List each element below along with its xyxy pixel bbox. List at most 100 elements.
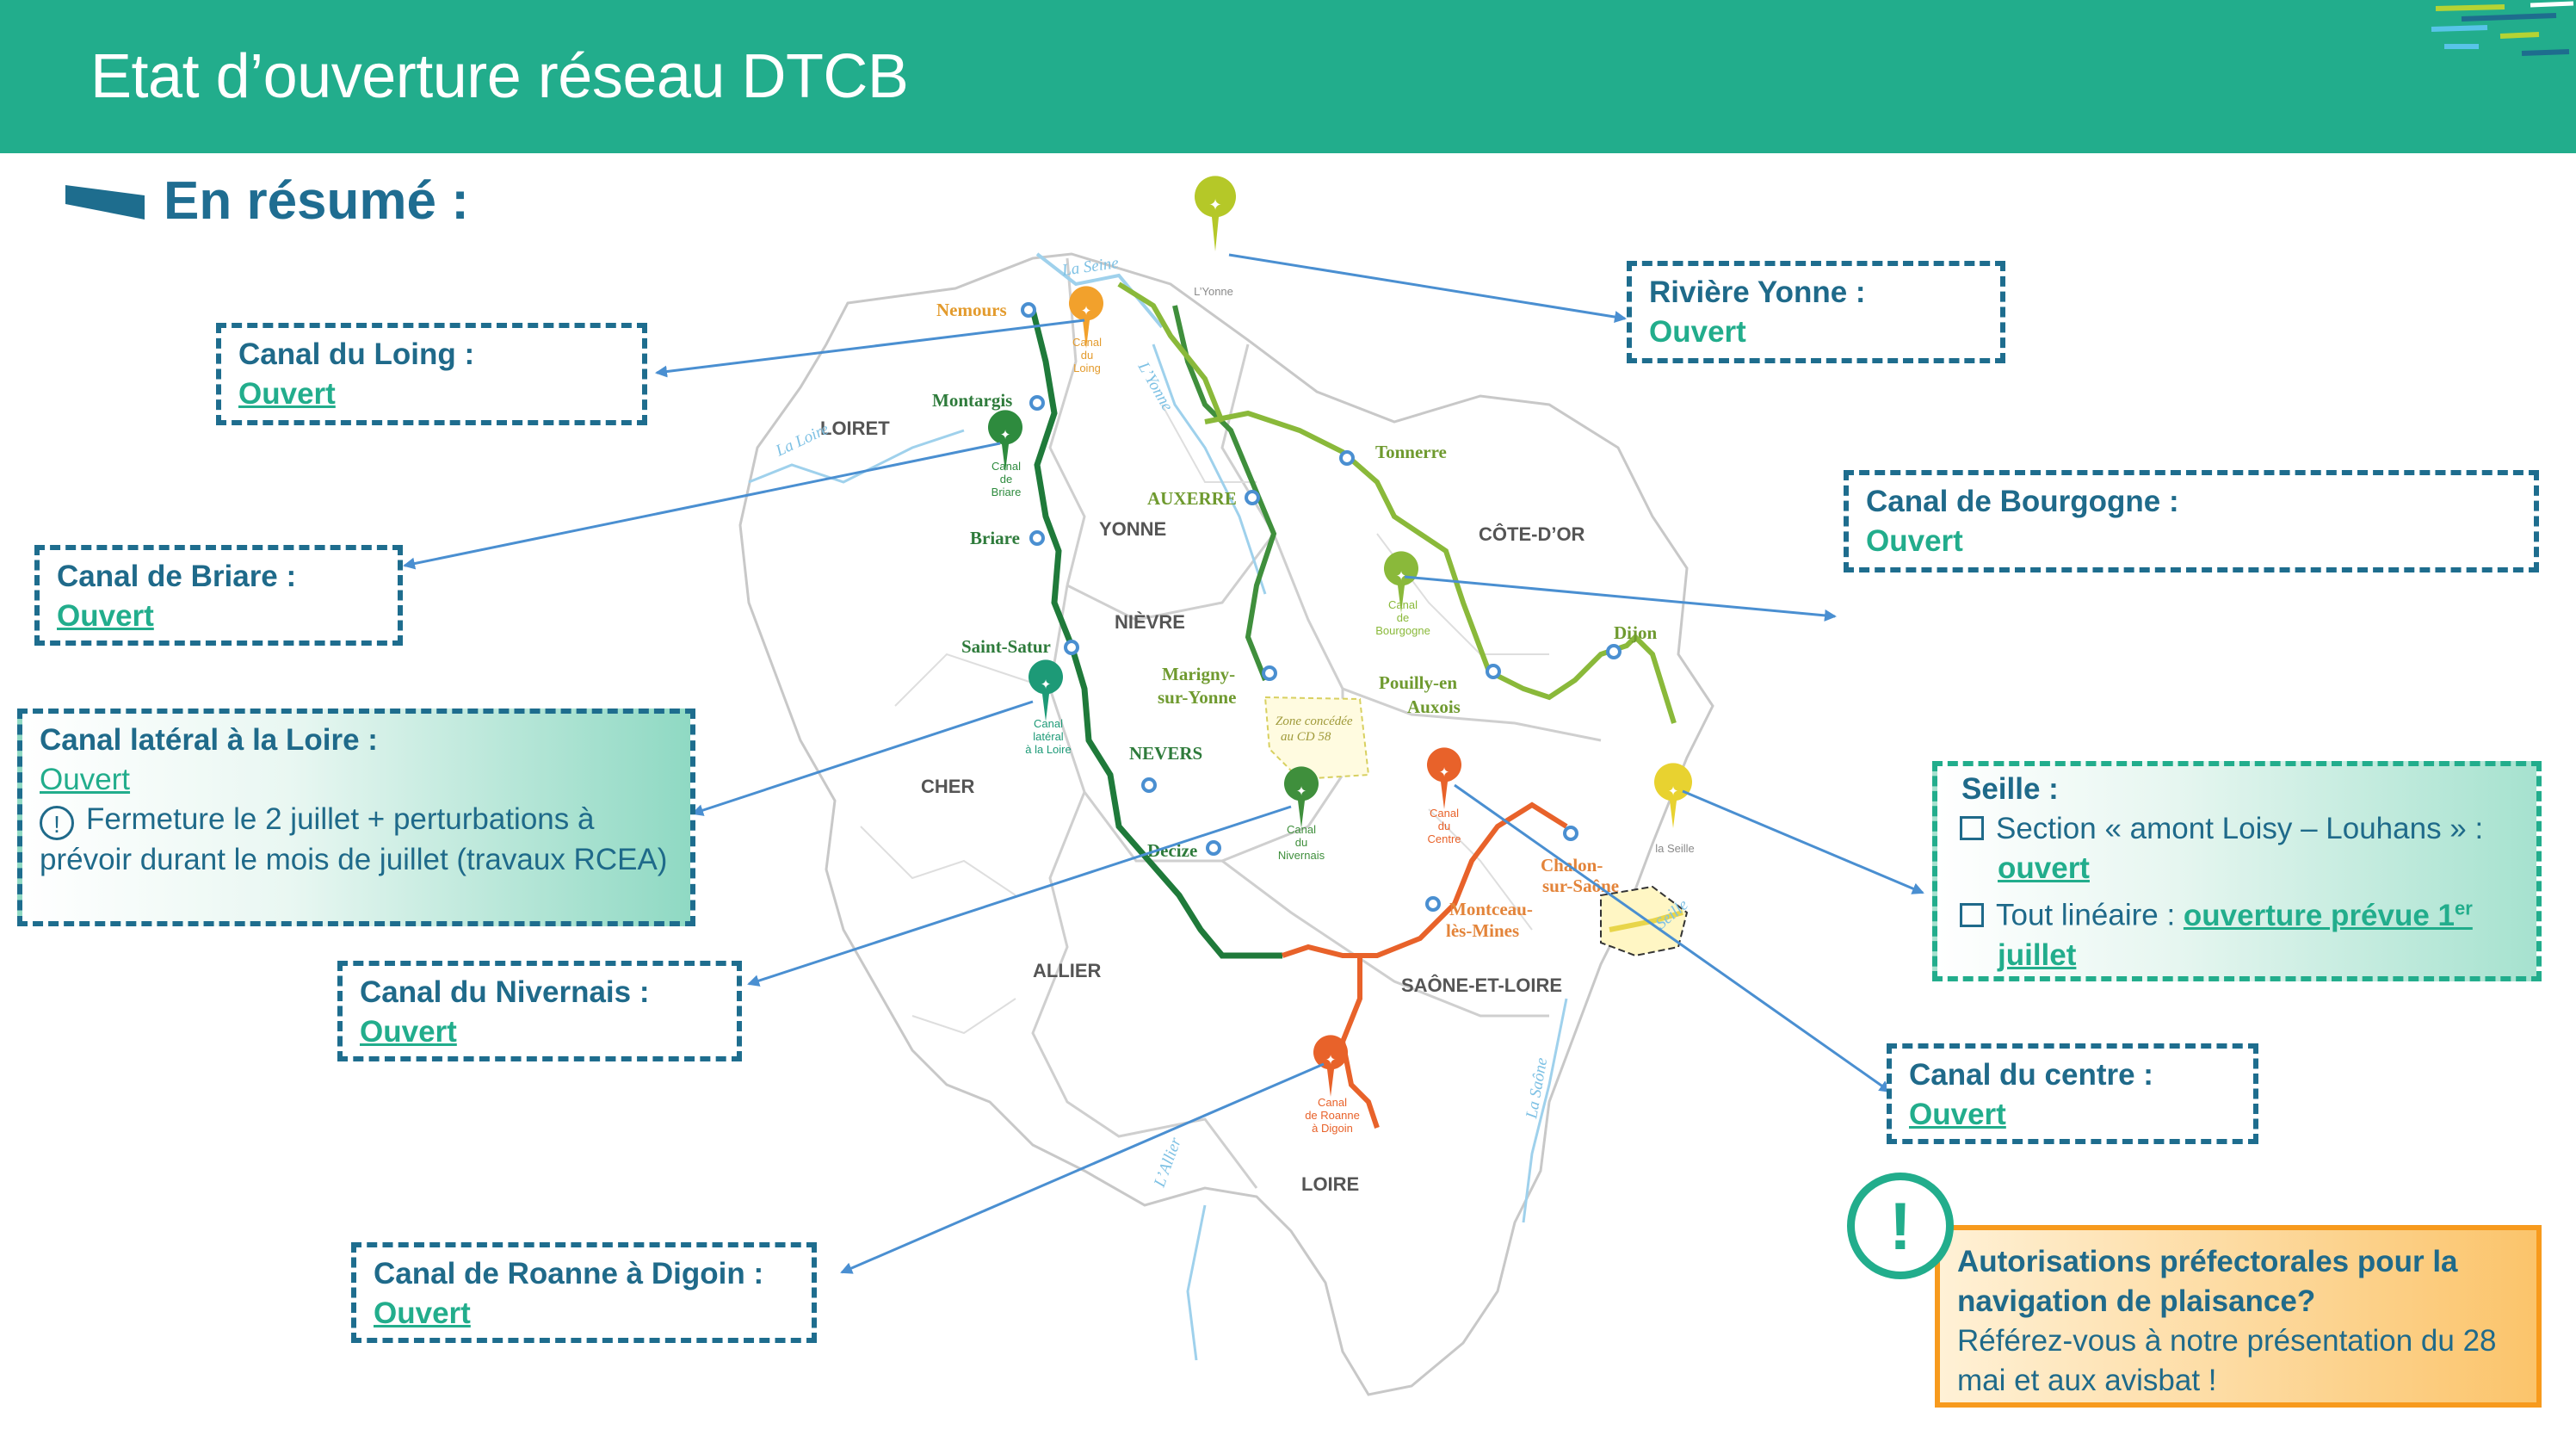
dept-yonne: YONNE [1099, 518, 1166, 540]
city-montceau-2: lès-Mines [1446, 920, 1519, 941]
marker-label-roanne-3: à Digoin [1312, 1122, 1353, 1135]
marker-label-nivernais-1: Canal [1287, 823, 1316, 836]
arrow-loing [655, 319, 1085, 378]
box-nivernais-name: Canal du Nivernais : [360, 975, 650, 1009]
city-auxerre: AUXERRE [1147, 488, 1237, 509]
box-riviere-yonne: Rivière Yonne : Ouvert [1627, 261, 2005, 363]
box-centre-name: Canal du centre : [1909, 1058, 2153, 1092]
box-loire-status-link[interactable]: Ouvert [40, 763, 131, 796]
city-montceau-1: Montceau- [1449, 899, 1533, 919]
checkbox-square-icon [1960, 816, 1984, 840]
seille-item2-label: Tout linéaire : [1996, 898, 2176, 932]
marker-label-nivernais-3: Nivernais [1278, 849, 1325, 862]
marker-label-centre-2: du [1438, 820, 1450, 832]
svg-text:✦: ✦ [1668, 784, 1679, 799]
svg-text:✦: ✦ [1325, 1053, 1337, 1067]
city-pouilly-1: Pouilly-en [1379, 672, 1457, 693]
marker-label-briare-3: Briare [991, 486, 1022, 498]
network-map: LOIRET YONNE CÔTE-D’OR NIÈVRE CHER ALLIE… [403, 176, 1924, 1396]
box-loing-status-link[interactable]: Ouvert [238, 377, 336, 411]
marker-roanne-icon: ✦ [1313, 1035, 1349, 1097]
box-seille-name: Seille : [1961, 772, 2059, 806]
city-dijon: Dijon [1614, 622, 1657, 643]
box-roanne-name: Canal de Roanne à Digoin : [374, 1257, 764, 1290]
box-canal-du-loing: Canal du Loing : Ouvert [216, 323, 647, 425]
marker-loing-icon: ✦ [1069, 286, 1103, 349]
seille-item2-status-end: juillet [1998, 937, 2077, 972]
marker-label-seille: la Seille [1655, 842, 1695, 855]
marker-label-loing-3: Loing [1073, 362, 1101, 374]
box-briare-name: Canal de Briare : [57, 560, 297, 593]
dept-cher: CHER [921, 776, 974, 797]
marker-yonne-icon: ✦ [1195, 176, 1237, 251]
city-chalon-1: Chalon- [1541, 855, 1603, 876]
exclamation-icon: ! [1847, 1173, 1954, 1279]
box-nivernais-status-link[interactable]: Ouvert [360, 1015, 457, 1049]
summary-title: En résumé : [164, 171, 469, 231]
seille-item2-status-link[interactable]: ouverture prévue 1er juillet [1998, 897, 2473, 972]
dept-loiret: LOIRET [820, 418, 890, 439]
city-marigny-1: Marigny- [1162, 664, 1235, 684]
zone-note-2: au CD 58 [1281, 730, 1331, 744]
header-bar: Etat d’ouverture réseau DTCB [0, 0, 2576, 153]
alert-text: Référez-vous à notre présentation du 28 … [1957, 1324, 2497, 1397]
svg-text:✦: ✦ [1000, 428, 1011, 442]
svg-text:✦: ✦ [1041, 678, 1052, 692]
box-loire-note: !Fermeture le 2 juillet + perturbations … [40, 802, 667, 876]
seille-item-1: Section « amont Loisy – Louhans » :ouver… [1955, 809, 2519, 888]
marker-label-briare-1: Canal [991, 460, 1021, 473]
city-briare: Briare [970, 528, 1020, 548]
city-montargis: Montargis [932, 390, 1012, 411]
seille-item1-status-link[interactable]: ouvert [1998, 851, 2090, 885]
marker-label-loing-2: du [1081, 349, 1093, 362]
warning-icon: ! [40, 806, 74, 840]
marker-label-yonne: L’Yonne [1194, 285, 1233, 298]
marker-label-loire-3: à la Loire [1025, 743, 1071, 756]
marker-label-loire-1: Canal [1034, 717, 1063, 730]
page-title: Etat d’ouverture réseau DTCB [90, 42, 909, 111]
seille-item2-status-text: ouverture prévue 1 [2183, 898, 2456, 932]
box-loing-name: Canal du Loing : [238, 337, 475, 371]
box-canal-roanne-digoin: Canal de Roanne à Digoin : Ouvert [351, 1242, 817, 1343]
alert-box: Autorisations préfectorales pour la navi… [1935, 1225, 2542, 1408]
box-canal-du-centre: Canal du centre : Ouvert [1887, 1043, 2258, 1144]
box-bourgogne-status: Ouvert [1866, 524, 1963, 558]
marker-bourgogne-icon: ✦ [1384, 551, 1419, 613]
marker-label-bourgogne-3: Bourgogne [1375, 624, 1430, 637]
marker-centre-icon: ✦ [1427, 747, 1461, 809]
svg-text:✦: ✦ [1081, 304, 1092, 319]
dept-allier: ALLIER [1033, 960, 1102, 981]
summary-bar-icon [65, 185, 145, 220]
marker-label-centre-3: Centre [1427, 832, 1461, 845]
city-nevers: NEVERS [1129, 743, 1202, 764]
box-roanne-status-link[interactable]: Ouvert [374, 1296, 471, 1330]
city-nemours: Nemours [936, 300, 1007, 320]
marker-label-bourgogne-2: de [1397, 611, 1409, 624]
dept-saone-et-loire: SAÔNE-ET-LOIRE [1401, 975, 1562, 996]
box-centre-status-link[interactable]: Ouvert [1909, 1098, 2006, 1131]
logo-dashes-icon [2431, 1, 2574, 56]
svg-text:✦: ✦ [1439, 765, 1450, 780]
marker-label-roanne-2: de Roanne [1305, 1109, 1360, 1122]
marker-label-nivernais-2: du [1295, 836, 1307, 849]
arrow-yonne [1228, 253, 1627, 324]
box-canal-de-briare: Canal de Briare : Ouvert [34, 545, 403, 646]
marker-label-loire-2: latéral [1033, 730, 1064, 743]
box-loire-note-text: Fermeture le 2 juillet + perturbations à… [40, 802, 668, 876]
arrow-nivernais [747, 805, 1292, 987]
box-seille: Seille : Section « amont Loisy – Louhans… [1932, 761, 2542, 981]
arrow-seille [1682, 789, 1924, 894]
arrow-centre [1454, 783, 1892, 1093]
arrow-bourgogne [1404, 575, 1837, 622]
box-briare-status-link[interactable]: Ouvert [57, 599, 154, 633]
seille-item2-sup: er [2455, 897, 2473, 919]
city-marigny-2: sur-Yonne [1158, 687, 1236, 708]
box-bourgogne-name: Canal de Bourgogne : [1866, 485, 2179, 518]
marker-label-roanne-1: Canal [1318, 1096, 1347, 1109]
arrow-briare [403, 442, 1001, 570]
dept-cote-dor: CÔTE-D’OR [1479, 523, 1585, 545]
svg-text:✦: ✦ [1396, 569, 1407, 584]
city-pouilly-2: Auxois [1407, 696, 1461, 717]
marker-seille-icon: ✦ [1654, 763, 1692, 828]
svg-text:✦: ✦ [1208, 196, 1221, 213]
